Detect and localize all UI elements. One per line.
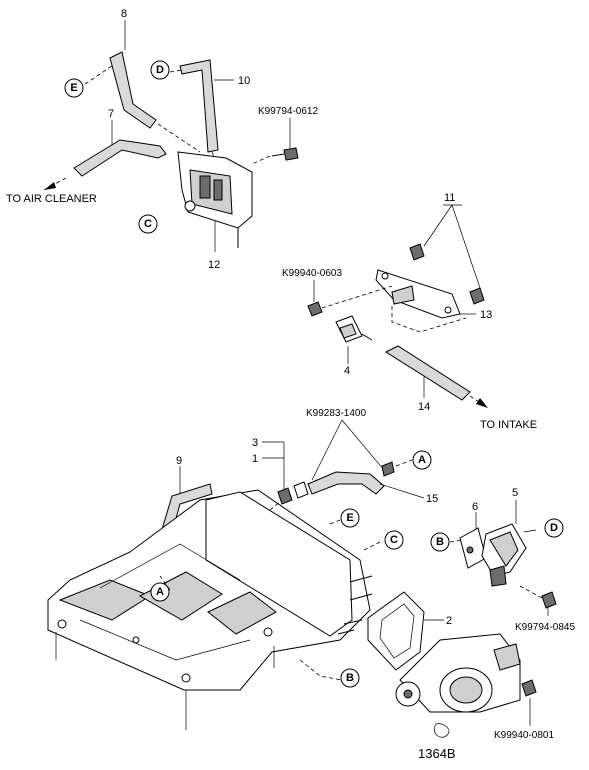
code-k99283-1400: K99283-1400: [306, 408, 366, 419]
callout-d-top: D: [150, 60, 170, 80]
callout-b-bottom: B: [340, 668, 360, 688]
throttle-body-group: [367, 500, 557, 738]
hose-7: [73, 139, 167, 177]
part-number-labels: 8 10 7 12 11 13 4 14 3 1 9 15 5 6 2: [108, 8, 518, 627]
code-k99794-0845: K99794-0845: [515, 622, 575, 633]
label-part-14: 14: [418, 401, 430, 413]
grommet-3: [293, 481, 309, 499]
svg-text:B: B: [346, 672, 354, 684]
hose-10: [179, 59, 219, 153]
callout-e-mid: E: [340, 508, 360, 528]
arrow-to-air-cleaner: [44, 182, 56, 190]
label-part-3: 3: [252, 437, 258, 449]
bolt-k99794-0612: [251, 118, 299, 165]
svg-text:D: D: [550, 522, 558, 534]
label-part-4: 4: [344, 365, 350, 377]
label-part-1: 1: [252, 453, 258, 465]
label-part-7: 7: [108, 108, 114, 120]
callout-c-top: C: [138, 214, 158, 234]
label-part-12: 12: [208, 259, 220, 271]
hose-15: [307, 471, 385, 495]
pcv-valve-1: [277, 487, 293, 505]
label-part-10: 10: [238, 75, 250, 87]
svg-text:B: B: [436, 536, 444, 548]
callout-b-right: B: [430, 532, 450, 552]
intake-manifold: [47, 489, 381, 730]
arrow-to-intake: [476, 398, 488, 408]
svg-text:A: A: [156, 586, 164, 598]
label-part-6: 6: [472, 501, 478, 513]
code-k99940-0603: K99940-0603: [282, 268, 342, 279]
label-to-intake: TO INTAKE: [480, 419, 537, 431]
callout-c-mid: C: [384, 530, 404, 550]
vacuum-switching-valve-12: [177, 151, 253, 252]
label-part-13: 13: [480, 309, 492, 321]
label-part-5: 5: [512, 487, 518, 499]
gasket-2: [367, 591, 425, 671]
bracket-assembly: [307, 204, 488, 408]
svg-text:C: C: [390, 534, 398, 546]
label-part-15: 15: [426, 493, 438, 505]
callout-a-right: A: [412, 450, 432, 470]
svg-text:E: E: [346, 512, 353, 524]
callout-a-left: A: [150, 582, 170, 602]
code-k99794-0612: K99794-0612: [258, 106, 318, 117]
actuator-5: [481, 500, 537, 587]
callout-circles: E D C A E C A B B D: [64, 60, 564, 688]
label-part-9: 9: [176, 455, 182, 467]
label-part-11: 11: [444, 192, 455, 204]
nut-k99940-0603: [307, 301, 323, 317]
svg-text:A: A: [418, 454, 426, 466]
callout-d-right: D: [544, 518, 564, 538]
label-to-air-cleaner: TO AIR CLEANER: [6, 193, 97, 205]
hose-8: [109, 51, 157, 129]
svg-text:E: E: [70, 82, 77, 94]
vacuum-valve-assembly: [43, 20, 299, 252]
fitting-11-lower: [469, 287, 485, 305]
gasket-6: [459, 527, 487, 569]
bolt-k99794-0845: [541, 591, 557, 609]
label-part-2: 2: [446, 615, 452, 627]
label-part-8: 8: [121, 8, 127, 20]
svg-text:C: C: [144, 218, 152, 230]
diagram-id: 1364B: [418, 746, 456, 761]
bolt-code-labels: K99794-0612 K99940-0603 K99283-1400 K997…: [258, 106, 575, 741]
fitting-11-upper: [409, 243, 425, 261]
svg-text:D: D: [156, 64, 164, 76]
hose-14: [384, 345, 471, 401]
code-k99940-0801: K99940-0801: [494, 730, 554, 741]
solenoid-valve-4: [335, 315, 373, 364]
bracket-13: [375, 269, 461, 319]
callout-e-top: E: [64, 78, 84, 98]
